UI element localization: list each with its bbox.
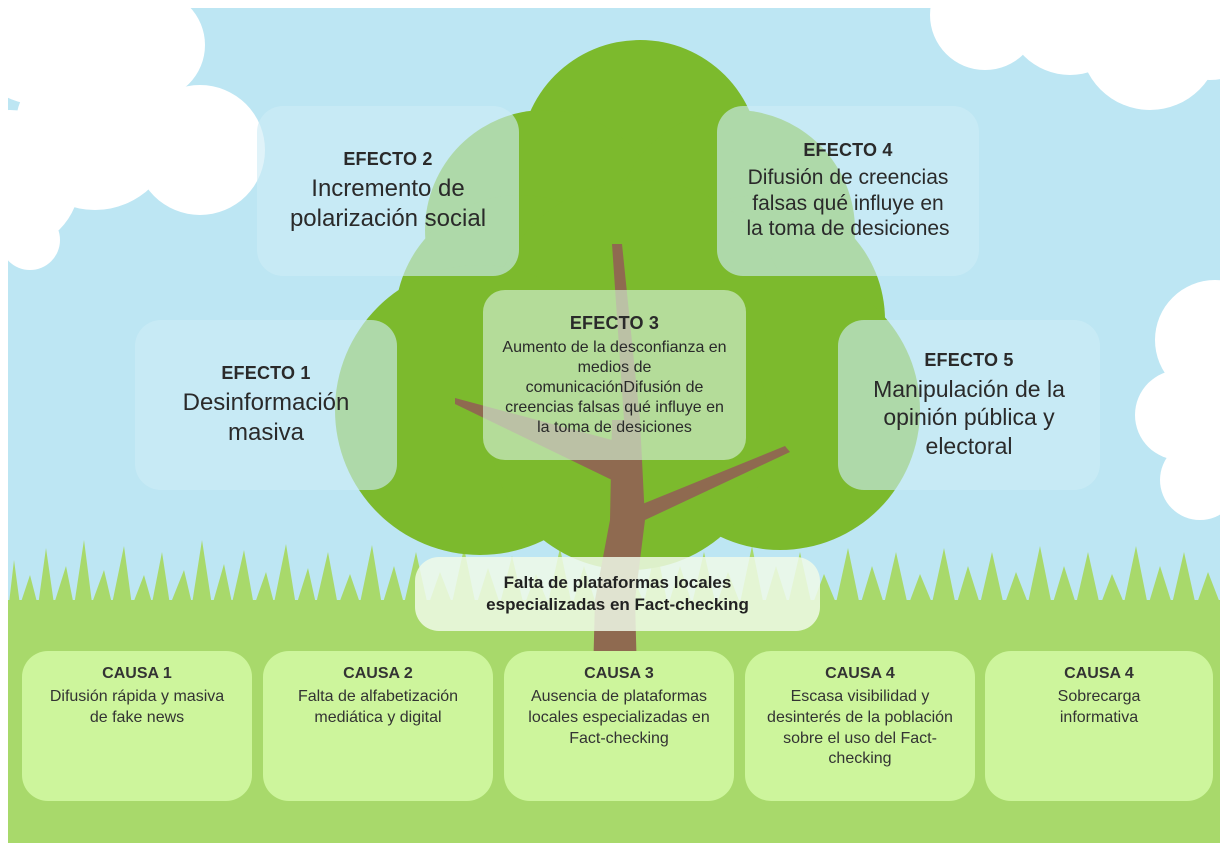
cause-1-title: CAUSA 1	[102, 665, 172, 682]
effect-5-text: Manipulación de la opinión pública y ele…	[873, 376, 1065, 459]
cause-3-box: CAUSA 3 Ausencia de plataformas locales …	[504, 651, 734, 801]
effect-3-title: EFECTO 3	[569, 312, 660, 333]
central-problem-text: Falta de plataformas locales especializa…	[486, 573, 749, 614]
cause-2-title: CAUSA 2	[343, 665, 413, 682]
cause-5-title: CAUSA 4	[1064, 665, 1134, 682]
effect-3-text: Aumento de la desconfianza en medios de …	[502, 338, 727, 436]
cause-5-box: CAUSA 4 Sobrecarga informativa	[985, 651, 1213, 801]
cause-4-text: Escasa visibilidad y desinterés de la po…	[767, 688, 953, 768]
effect-2-box: EFECTO 2 Incremento de polarización soci…	[257, 106, 519, 276]
cloud-left	[0, 0, 265, 270]
effect-3-box: EFECTO 3 Aumento de la desconfianza en m…	[483, 290, 746, 460]
cause-3-text: Ausencia de plataformas locales especial…	[528, 688, 710, 747]
cause-2-text: Falta de alfabetización mediática y digi…	[297, 688, 459, 726]
cause-5-text: Sobrecarga informativa	[1057, 688, 1141, 726]
cause-4-box: CAUSA 4 Escasa visibilidad y desinterés …	[745, 651, 975, 801]
central-problem-box: Falta de plataformas locales especializa…	[415, 557, 820, 631]
cause-1-text: Difusión rápida y masiva de fake news	[49, 688, 225, 726]
effect-5-title: EFECTO 5	[924, 350, 1014, 371]
cloud-right	[1135, 280, 1228, 520]
cause-2-box: CAUSA 2 Falta de alfabetización mediátic…	[263, 651, 493, 801]
effect-1-title: EFECTO 1	[221, 363, 311, 384]
effect-4-text: Difusión de creencias falsas qué influye…	[746, 166, 950, 241]
effect-1-text: Desinformación masiva	[182, 389, 350, 446]
effect-1-box: EFECTO 1 Desinformación masiva	[135, 320, 397, 490]
grass-blades	[8, 540, 1220, 612]
effect-2-title: EFECTO 2	[343, 149, 433, 170]
cause-3-title: CAUSA 3	[584, 665, 654, 682]
cloud-top-right	[930, 0, 1228, 110]
effect-2-text: Incremento de polarización social	[289, 175, 487, 232]
effect-4-box: EFECTO 4 Difusión de creencias falsas qu…	[717, 106, 979, 276]
effect-4-title: EFECTO 4	[803, 140, 893, 161]
cause-1-box: CAUSA 1 Difusión rápida y masiva de fake…	[22, 651, 252, 801]
effect-5-box: EFECTO 5 Manipulación de la opinión públ…	[838, 320, 1100, 490]
cause-4-title: CAUSA 4	[825, 665, 895, 682]
